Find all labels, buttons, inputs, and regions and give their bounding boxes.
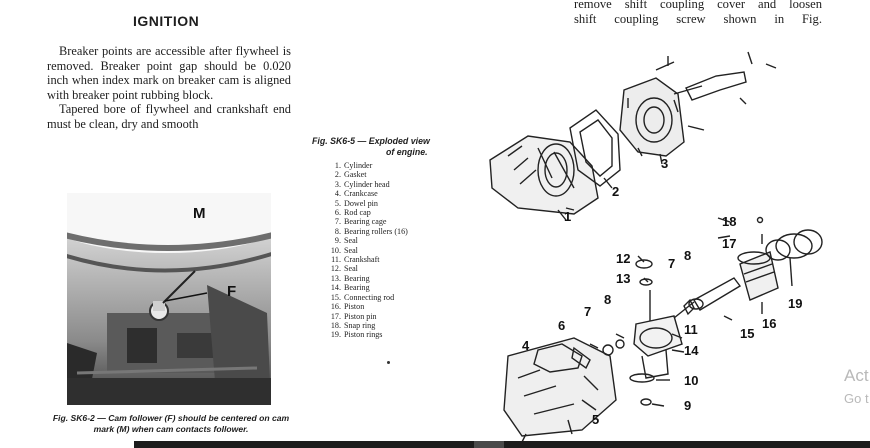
taskbar-segment — [474, 441, 504, 448]
exploded-view-title-line-1: Fig. SK6-5 — Exploded view — [312, 136, 430, 146]
continued-text-line-2: shift coupling screw shown in Fig. — [574, 12, 822, 26]
callout-17: 17 — [722, 236, 736, 251]
callout-16: 16 — [762, 316, 776, 331]
callout-13: 13 — [616, 271, 630, 286]
parts-list: 1.Cylinder 2.Gasket 3.Cylinder head 4.Cr… — [328, 161, 408, 340]
callout-12: 12 — [616, 251, 630, 266]
activation-watermark: Act Go t — [844, 366, 869, 409]
callout-19: 19 — [788, 296, 802, 311]
callout-2: 2 — [612, 184, 619, 199]
callout-8-lower: 8 — [604, 292, 611, 307]
continued-text-line-1: remove shift coupling cover and loosen — [574, 0, 822, 11]
parts-list-item: 13.Bearing — [330, 273, 370, 283]
parts-list-item: 10.Seal — [330, 245, 358, 255]
parts-list-item: 16.Piston — [330, 302, 365, 312]
callout-9: 9 — [684, 398, 691, 413]
callout-11: 11 — [684, 322, 698, 337]
label-m: M — [193, 205, 206, 222]
watermark-line-1: Act — [844, 366, 869, 385]
continued-text: remove shift coupling cover and loosen s… — [574, 0, 822, 27]
body-text: Breaker points are accessible after flyw… — [47, 44, 291, 132]
section-heading: IGNITION — [133, 13, 200, 29]
parts-list-item: 5.Dowel pin — [334, 198, 378, 208]
callout-4: 4 — [522, 338, 530, 353]
callout-15: 15 — [740, 326, 754, 341]
parts-list-item: 14.Bearing — [330, 283, 370, 293]
parts-list-item: 1.Cylinder — [334, 161, 373, 170]
stray-dot — [387, 361, 390, 364]
callout-8-upper: 8 — [684, 248, 691, 263]
parts-list-item: 6.Rod cap — [334, 208, 371, 218]
callout-14: 14 — [684, 343, 699, 358]
parts-list-item: 2.Gasket — [334, 170, 367, 180]
callout-1: 1 — [564, 209, 571, 224]
parts-list-item: 12.Seal — [330, 264, 358, 274]
paragraph-flywheel-bore: Tapered bore of flywheel and crankshaft … — [47, 102, 291, 131]
photo-caption: Fig. SK6-2 — Cam follower (F) should be … — [52, 413, 290, 434]
parts-list-item: 17.Piston pin — [330, 311, 377, 321]
parts-list-item: 15.Connecting rod — [330, 292, 395, 302]
parts-list-item: 8.Bearing rollers (16) — [334, 226, 408, 236]
callout-7-lower: 7 — [584, 304, 591, 319]
paragraph-breaker-points: Breaker points are accessible after flyw… — [47, 44, 291, 102]
exploded-view-title-line-2: of engine. — [386, 147, 428, 157]
parts-list-item: 4.Crankcase — [334, 189, 378, 199]
label-f: F — [227, 283, 237, 300]
callout-5: 5 — [592, 412, 599, 427]
parts-list-item: 18.Snap ring — [330, 320, 376, 330]
parts-list-item: 9.Seal — [334, 236, 358, 246]
callout-6: 6 — [558, 318, 565, 333]
parts-list-item: 3.Cylinder head — [334, 179, 390, 189]
callout-7-upper: 7 — [668, 256, 675, 271]
parts-list-item: 19.Piston rings — [330, 330, 383, 340]
callout-10: 10 — [684, 373, 698, 388]
exploded-view-title: Fig. SK6-5 — Exploded view of engine. — [312, 136, 462, 158]
taskbar-strip — [134, 441, 870, 448]
exploded-engine-diagram: 1 2 3 4 5 6 7 7 8 8 9 10 11 12 13 14 15 … — [489, 51, 823, 443]
parts-list-item: 11.Crankshaft — [331, 255, 380, 265]
watermark-line-2: Go t — [844, 391, 869, 406]
callout-18: 18 — [722, 214, 736, 229]
cam-follower-photo: M F — [67, 193, 271, 405]
callout-3: 3 — [661, 156, 668, 171]
parts-list-item: 7.Bearing cage — [334, 217, 387, 227]
